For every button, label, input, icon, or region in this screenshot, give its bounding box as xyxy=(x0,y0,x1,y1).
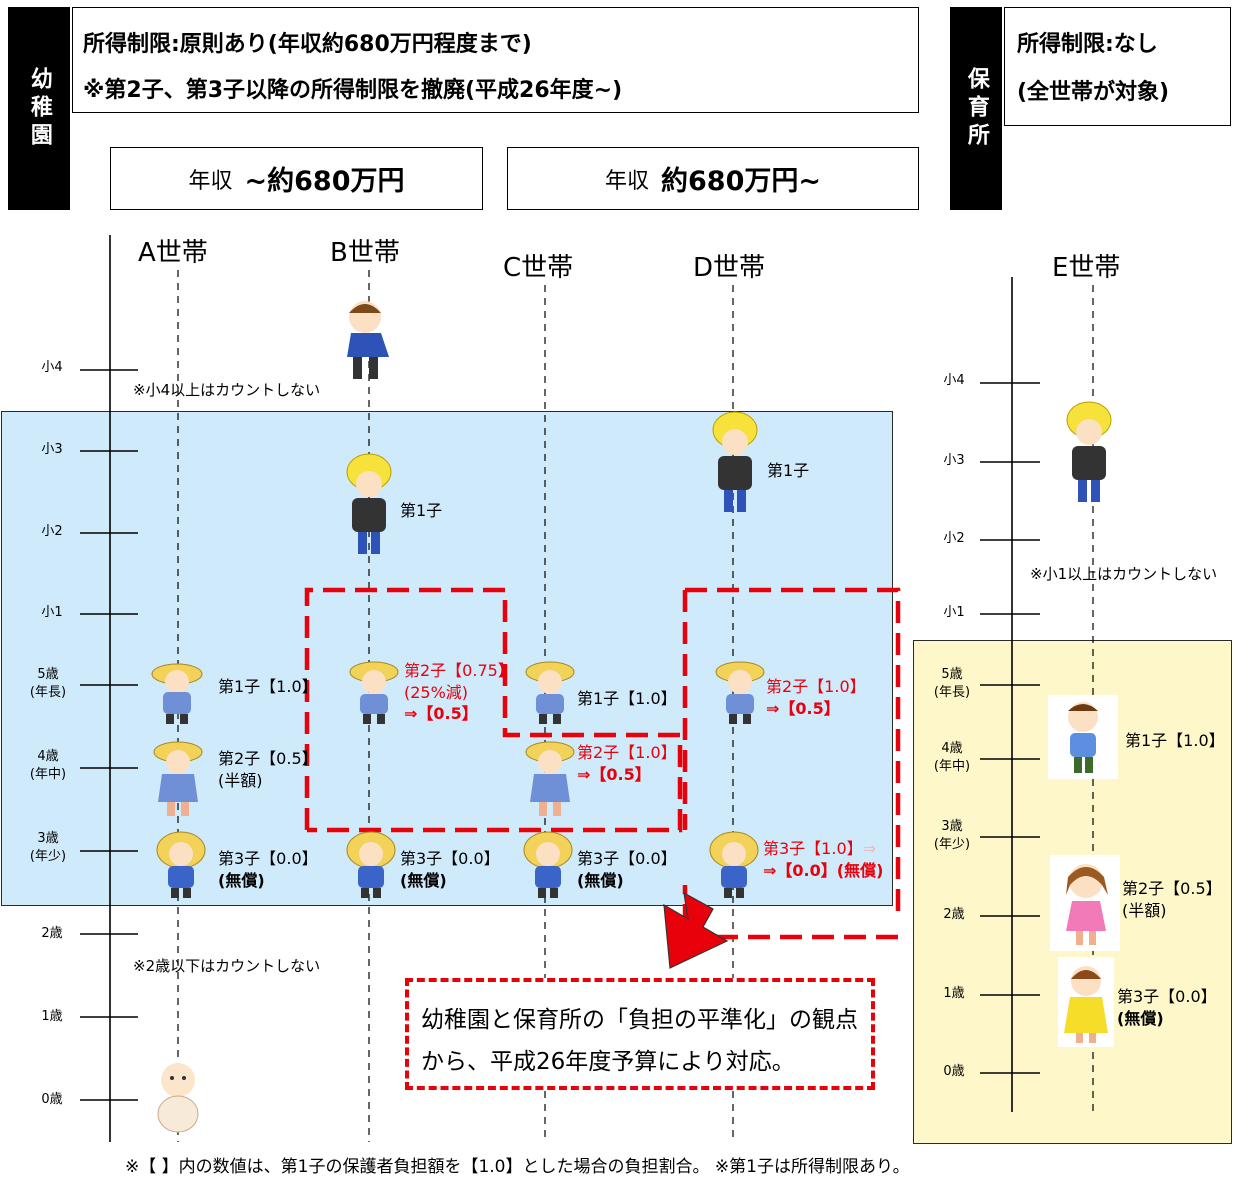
nursery-header-line1: 所得制限:なし xyxy=(1017,32,1158,57)
right-age-0: 0歳 xyxy=(943,1064,965,1079)
baby-icon xyxy=(157,1063,199,1133)
b-third-child-label: 第3子【0.0】(無償) xyxy=(400,849,500,890)
left-age-sho1: 小1 xyxy=(41,605,63,620)
footer-note: ※【 】内の数値は、第1子の保護者負担額を【1.0】とした場合の負担割合。 ※第… xyxy=(125,1157,910,1177)
toddler-raincoat-icon xyxy=(1058,957,1114,1047)
nursery-income-limit-box: 所得制限:なし (全世帯が対象) xyxy=(1004,7,1231,126)
kindergartener-hat-icon xyxy=(153,741,203,816)
nursery-header-line2: (全世帯が対象) xyxy=(1017,80,1170,105)
left-age-sho2: 小2 xyxy=(41,524,63,539)
c-second-child-label: 第2子【1.0】⇒【0.5】 xyxy=(577,743,677,784)
household-d-header: D世帯 xyxy=(693,253,766,283)
schoolboy-backpack-icon xyxy=(346,453,392,554)
kindergarten-tab: 幼稚園 xyxy=(8,7,70,210)
left-age-sho3: 小3 xyxy=(41,442,63,457)
kindergarten-header-line2: ※第2子、第3子以降の所得制限を撤廃(平成26年度~) xyxy=(83,78,623,103)
d-second-child-label: 第2子【1.0】⇒【0.5】 xyxy=(766,677,866,718)
nursery-tab: 保育所 xyxy=(950,7,1002,210)
b-second-child-label: 第2子【0.75】(25%減)⇒【0.5】 xyxy=(404,661,514,724)
left-age-5: 5歳(年長) xyxy=(29,667,67,700)
right-age-1: 1歳 xyxy=(943,986,965,1001)
a-first-child-label: 第1子【1.0】 xyxy=(218,677,318,696)
e-third-child-label: 第3子【0.0】(無償) xyxy=(1117,987,1217,1028)
household-c-header: C世帯 xyxy=(503,253,574,283)
note-under-2: ※2歳以下はカウントしない xyxy=(133,957,321,975)
right-age-sho1: 小1 xyxy=(943,605,965,620)
left-axis-ticks xyxy=(80,369,138,1101)
right-axis-ticks xyxy=(980,382,1040,1074)
kindergartener-hat-icon xyxy=(525,661,575,724)
nursery-girl-icon xyxy=(1050,855,1120,951)
income-high-prefix: 年収 xyxy=(605,168,650,194)
left-age-sho4: 小4 xyxy=(41,360,63,375)
income-low-box: 年収 ~約680万円 xyxy=(110,147,483,210)
kindergarten-tab-label: 幼稚園 xyxy=(26,66,52,151)
right-age-4: 4歳(年中) xyxy=(933,741,971,774)
d-third-child-arrow: ⇒ xyxy=(862,839,877,858)
kindergartener-hat-icon xyxy=(525,741,575,816)
kindergarten-income-limit-box: 所得制限:原則あり(年収約680万円程度まで) ※第2子、第3子以降の所得制限を… xyxy=(72,7,919,113)
right-age-2: 2歳 xyxy=(943,907,965,922)
income-high-value: 約680万円~ xyxy=(661,166,821,197)
income-low-value: ~約680万円 xyxy=(244,166,405,197)
a-second-child-label: 第2子【0.5】(半額) xyxy=(218,749,318,790)
d-third-child-label: 第3子【1.0】⇒ ⇒【0.0】(無償) xyxy=(763,839,884,880)
right-age-sho3: 小3 xyxy=(943,453,965,468)
right-age-sho2: 小2 xyxy=(943,531,965,546)
nursery-tab-label: 保育所 xyxy=(963,66,989,151)
left-age-2: 2歳 xyxy=(41,926,63,941)
income-low-prefix: 年収 xyxy=(188,168,233,194)
schoolboy-walking-icon xyxy=(347,301,389,379)
d-first-child-label: 第1子 xyxy=(767,461,810,480)
schoolboy-backpack-icon xyxy=(1066,401,1112,502)
policy-note-box: 幼稚園と保育所の「負担の平準化」の観点 から、平成26年度予算により対応。 xyxy=(405,978,875,1090)
b-first-child-label: 第1子 xyxy=(400,501,443,520)
kindergartener-hat-icon xyxy=(346,831,396,898)
note-over-1: ※小1以上はカウントしない xyxy=(1030,565,1218,583)
a-third-child-label: 第3子【0.0】(無償) xyxy=(218,849,318,890)
kindergarten-header-line1: 所得制限:原則あり(年収約680万円程度まで) xyxy=(83,32,532,57)
household-e-header: E世帯 xyxy=(1052,253,1121,283)
c-third-child-label: 第3子【0.0】(無償) xyxy=(577,849,677,890)
e-second-child-label: 第2子【0.5】(半額) xyxy=(1122,879,1222,920)
c-first-child-label: 第1子【1.0】 xyxy=(577,689,677,708)
left-age-0: 0歳 xyxy=(41,1092,63,1107)
kindergartener-hat-icon xyxy=(709,831,759,898)
schoolboy-backpack-icon xyxy=(712,411,758,512)
household-a-header: A世帯 xyxy=(138,238,208,268)
left-age-3: 3歳(年少) xyxy=(29,831,67,864)
e-first-child-label: 第1子【1.0】 xyxy=(1125,731,1225,750)
income-high-box: 年収 約680万円~ xyxy=(507,147,919,210)
kindergartener-hat-icon xyxy=(151,663,203,724)
kindergartener-hat-icon xyxy=(349,661,399,724)
kindergartener-hat-icon xyxy=(523,831,573,898)
note-over-4: ※小4以上はカウントしない xyxy=(133,381,321,399)
policy-note-line1: 幼稚園と保育所の「負担の平準化」の観点 xyxy=(421,1007,858,1033)
nursery-boy-icon xyxy=(1048,695,1118,779)
policy-note-line2: から、平成26年度予算により対応。 xyxy=(421,1049,795,1075)
kindergartener-hat-icon xyxy=(715,661,765,724)
red-down-arrow xyxy=(663,891,729,969)
right-age-5: 5歳(年長) xyxy=(933,667,971,700)
left-age-1: 1歳 xyxy=(41,1009,63,1024)
household-b-header: B世帯 xyxy=(330,238,400,268)
kindergartener-hat-icon xyxy=(156,831,206,898)
right-age-3: 3歳(年少) xyxy=(933,819,971,852)
right-age-sho4: 小4 xyxy=(943,373,965,388)
left-age-4: 4歳(年中) xyxy=(29,749,67,782)
